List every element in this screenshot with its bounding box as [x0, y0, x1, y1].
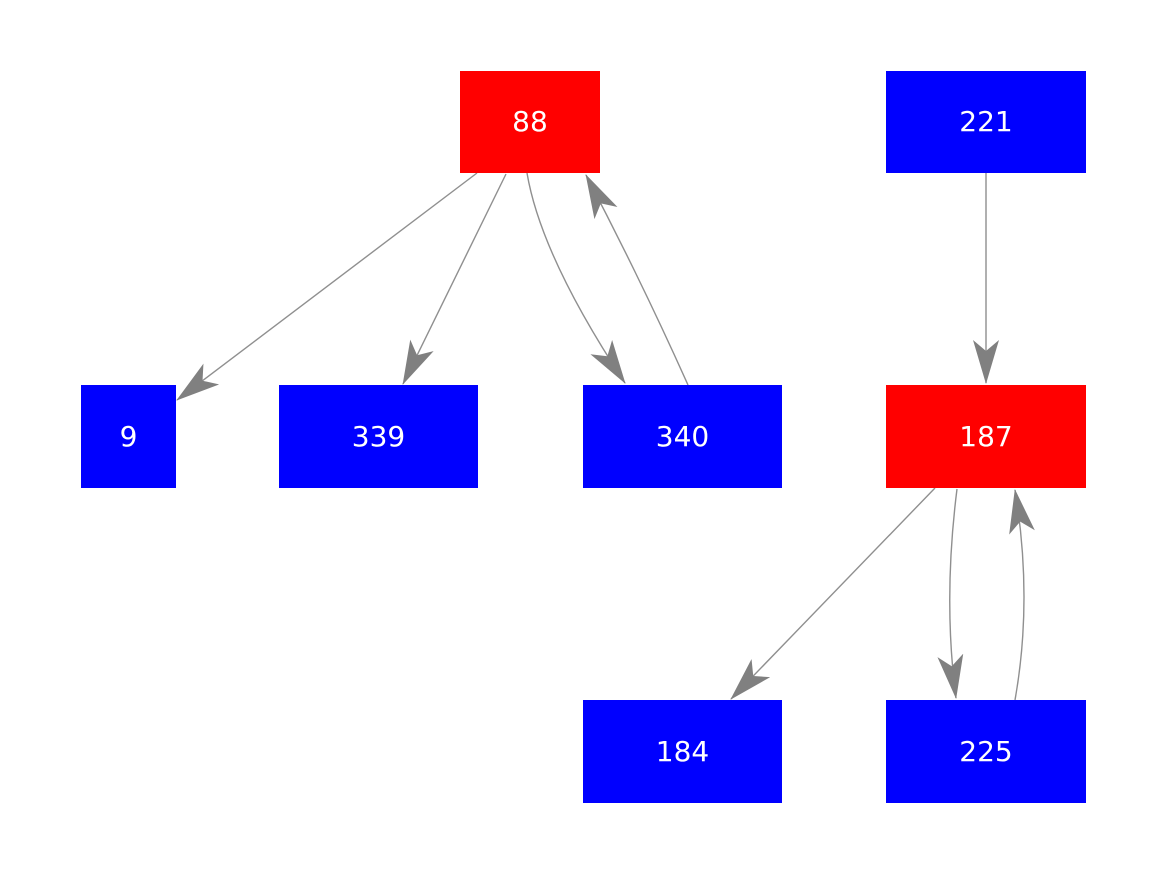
edge-187-225 — [937, 488, 964, 699]
edge-88-339 — [402, 173, 507, 385]
node-88: 88 — [460, 71, 600, 173]
node-label-184: 184 — [655, 734, 710, 768]
node-9: 9 — [81, 385, 176, 488]
node-339: 339 — [279, 385, 478, 488]
node-label-187: 187 — [959, 419, 1013, 453]
edge-225-187 — [1009, 489, 1035, 701]
node-225: 225 — [886, 700, 1086, 803]
node-221: 221 — [886, 71, 1086, 173]
node-340: 340 — [583, 385, 782, 488]
node-label-221: 221 — [959, 105, 1013, 138]
node-184: 184 — [583, 700, 782, 803]
edge-88-340 — [526, 172, 626, 384]
node-187: 187 — [886, 385, 1086, 488]
node-label-88: 88 — [512, 105, 548, 138]
node-label-225: 225 — [959, 734, 1013, 768]
node-label-339: 339 — [351, 419, 406, 453]
edge-88-9 — [176, 172, 478, 401]
edge-340-88 — [585, 174, 689, 386]
edges-group — [176, 172, 1035, 701]
node-label-9: 9 — [119, 419, 138, 453]
node-label-340: 340 — [655, 419, 710, 453]
edge-187-184 — [730, 487, 936, 700]
